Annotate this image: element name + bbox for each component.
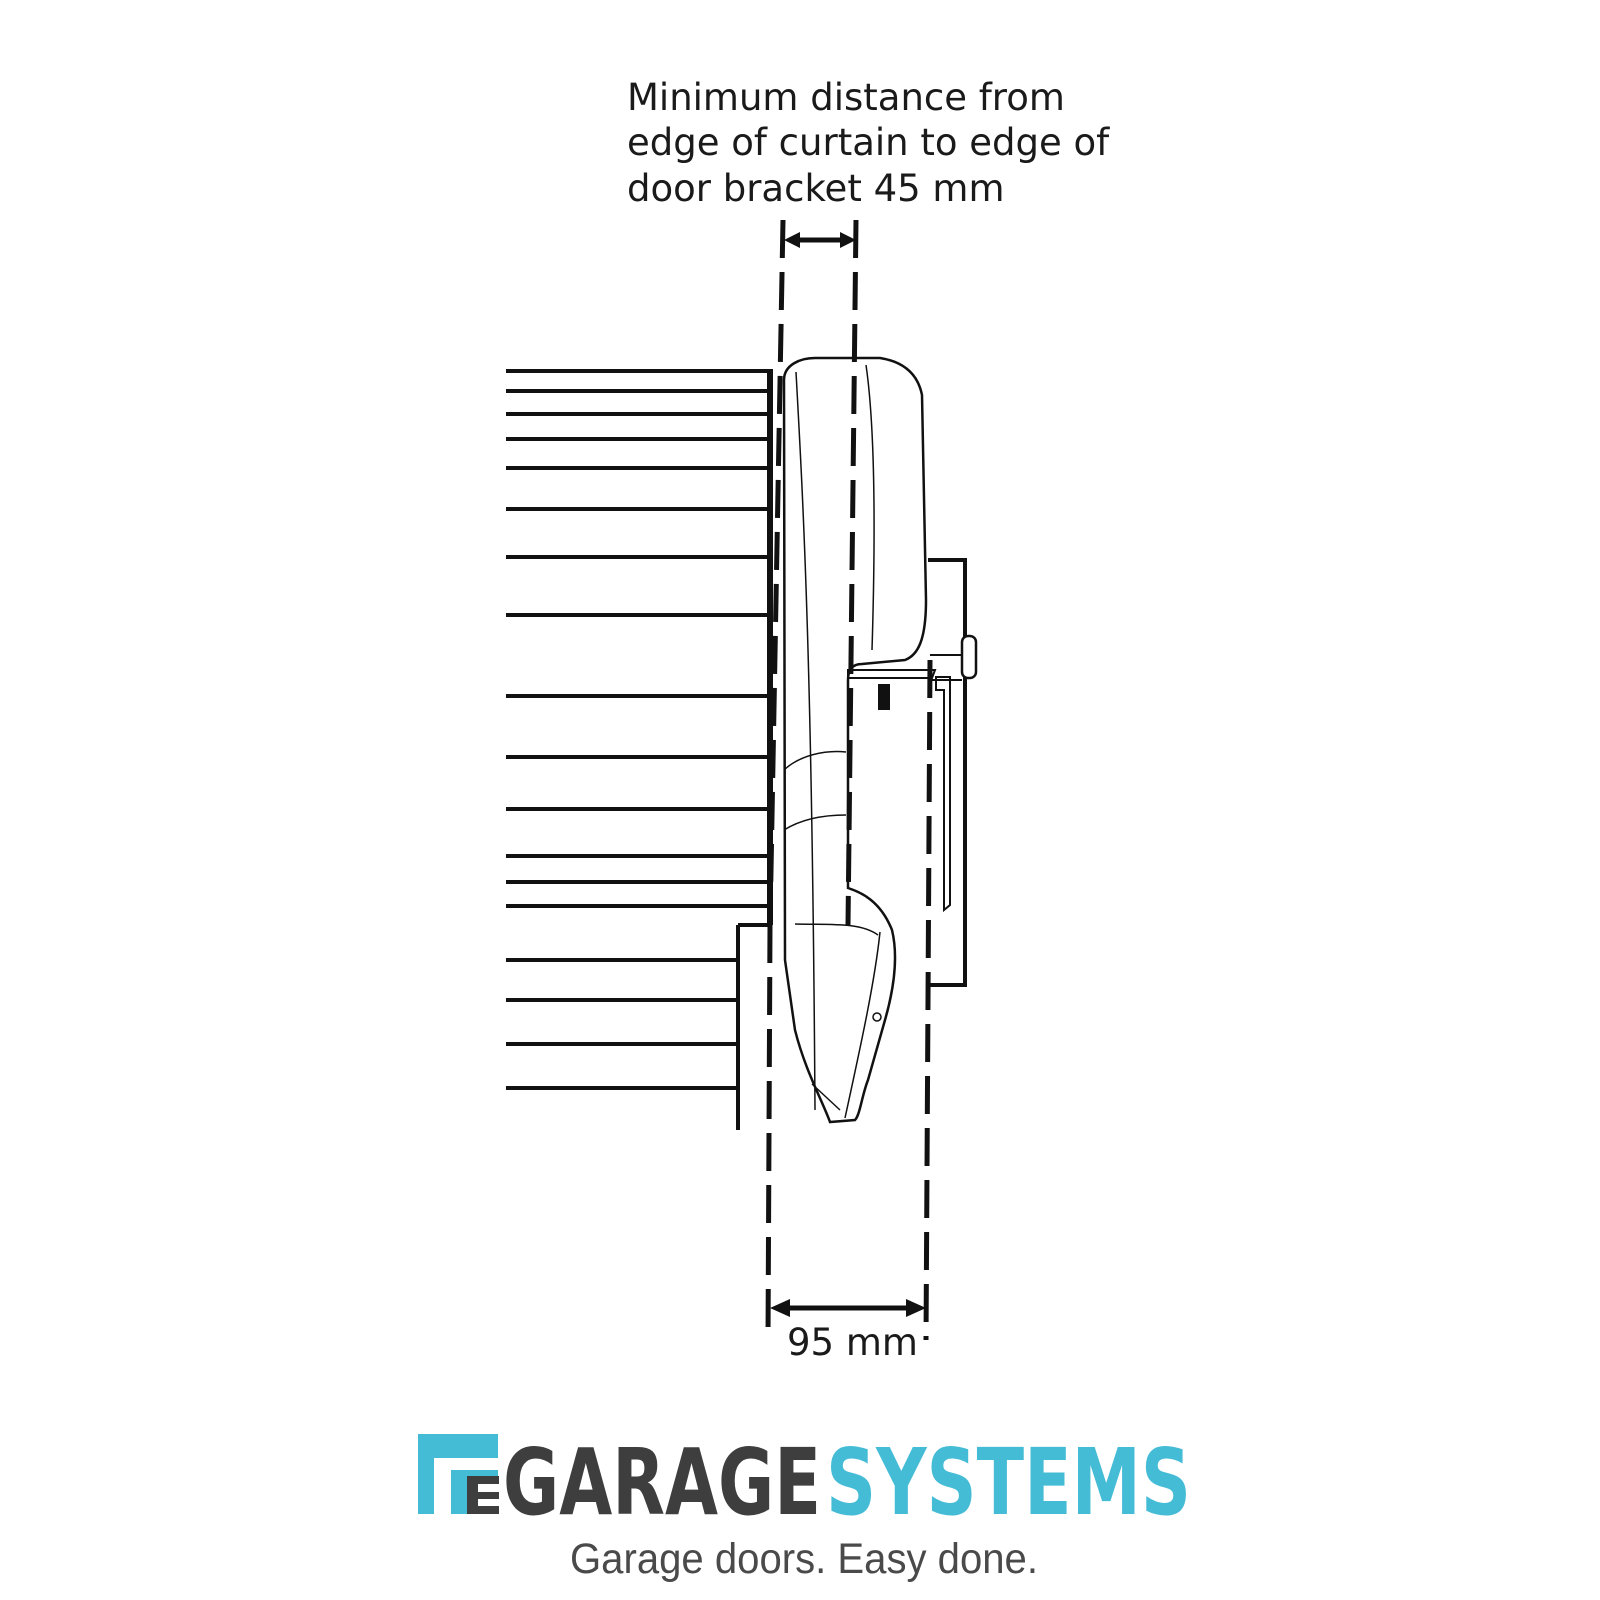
operator-housing — [782, 356, 928, 1124]
bracket-boss — [960, 634, 978, 680]
dimension-arrow-95mm — [770, 1299, 926, 1317]
housing-inner-line — [811, 1083, 841, 1111]
guide-curtain-edge-upper — [767, 219, 786, 926]
door-curtain — [506, 369, 773, 1130]
logo-mark-icon — [418, 1434, 499, 1514]
guide-bracket-edge-upper — [845, 219, 859, 926]
dimension-label-95mm: 95 mm — [787, 1321, 918, 1364]
brand-word-systems: SYSTEMS — [826, 1429, 1191, 1536]
caption-line-1: Minimum distance from — [627, 76, 1065, 119]
bracket-upper — [928, 558, 967, 987]
brand-tagline: Garage doors. Easy done. — [570, 1535, 1038, 1583]
caption-line-3: door bracket 45 mm — [627, 167, 1005, 210]
guide-curtain-edge-lower — [765, 924, 773, 1341]
housing-inner-line — [783, 814, 847, 831]
housing-inner-line — [865, 364, 875, 651]
guide-bracket-edge-lower — [923, 659, 933, 1341]
housing-inner-line — [844, 931, 881, 1119]
dimension-arrow-45mm — [784, 232, 856, 248]
dimension-guides — [765, 219, 933, 1341]
brand-logo: GARAGE SYSTEMS Garage doors. Easy done. — [418, 1429, 1191, 1583]
housing-screw — [872, 1012, 882, 1022]
clearance-caption: Minimum distance from edge of curtain to… — [627, 76, 1110, 210]
caption-line-2: edge of curtain to edge of — [627, 121, 1110, 164]
brand-word-garage: GARAGE — [503, 1429, 821, 1536]
housing-inner-line — [794, 923, 879, 936]
mounting-bracket — [847, 669, 937, 679]
housing-inner-line — [783, 750, 847, 771]
door-operator — [782, 356, 978, 1124]
bracket-bolt — [878, 684, 890, 710]
housing-inner-line — [795, 371, 816, 1111]
bracket-plate — [935, 676, 951, 913]
